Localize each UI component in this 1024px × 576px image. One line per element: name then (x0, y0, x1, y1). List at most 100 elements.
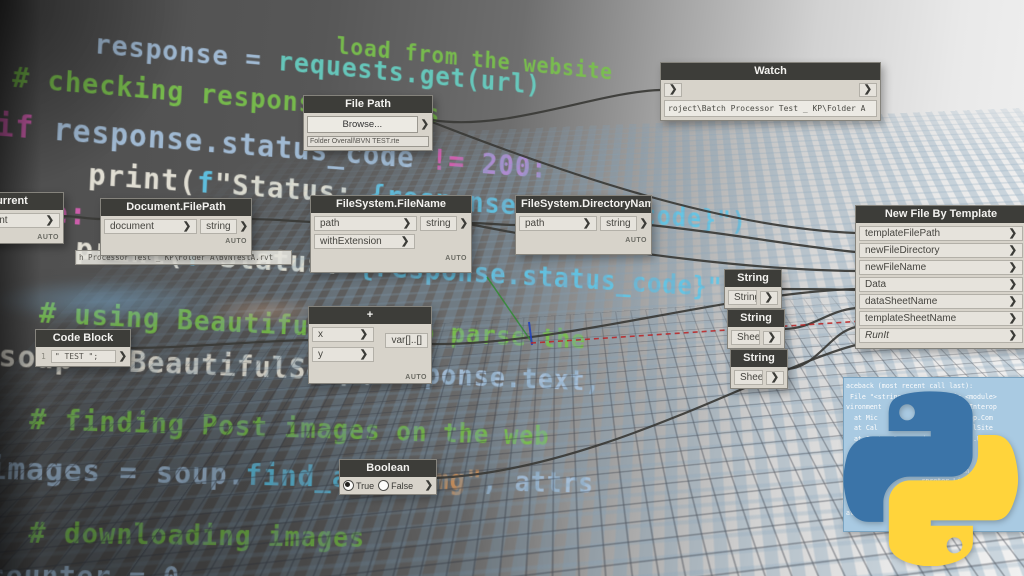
node-title[interactable]: Watch (661, 63, 880, 80)
output-port-icon[interactable] (460, 219, 468, 229)
input-port-label: RunIt (865, 330, 889, 341)
node-title[interactable]: FileSystem.FileName (311, 196, 471, 213)
node-title[interactable]: String (731, 350, 787, 367)
node-string-2[interactable]: String Sheet (727, 309, 785, 349)
node-filesystem-filename[interactable]: FileSystem.FileName path string withExte… (310, 195, 472, 273)
node-file-path[interactable]: File Path Browse... Folder Overall\BVN T… (303, 95, 433, 151)
code-block-code[interactable]: " TEST "; (50, 350, 116, 363)
browse-button[interactable]: Browse... (307, 116, 418, 133)
input-port-label: path (320, 218, 340, 229)
node-title[interactable]: String (728, 310, 784, 327)
input-port-icon (1009, 331, 1017, 341)
output-port-icon[interactable] (759, 290, 778, 305)
input-port-icon (1009, 229, 1017, 239)
input-port[interactable]: templateFilePath (859, 226, 1023, 241)
input-port[interactable]: RunIt (859, 328, 1023, 343)
code-line-number: 1 (41, 352, 46, 361)
axis-y-green (486, 276, 532, 342)
input-port[interactable]: templateSheetName (859, 311, 1023, 326)
input-port[interactable]: newFileName (859, 260, 1023, 275)
axis-x-red-dashed (530, 317, 909, 344)
node-title[interactable]: New File By Template (856, 206, 1024, 223)
input-port-label: withExtension (320, 236, 382, 247)
output-port-label: string (200, 219, 237, 234)
wire-dirname-to-newfiledirectory[interactable] (648, 223, 857, 254)
output-port-icon[interactable] (858, 83, 877, 97)
output-port-icon[interactable] (240, 222, 248, 232)
output-port-icon[interactable] (46, 216, 54, 226)
input-port-icon (1009, 297, 1017, 307)
input-port-label: document (110, 221, 154, 232)
input-port-label: path (525, 218, 545, 229)
node-title[interactable]: String (725, 270, 781, 287)
radio-true-icon[interactable] (343, 480, 354, 491)
lacing-badge: AUTO (37, 234, 59, 241)
node-title[interactable]: Document.FilePath (101, 199, 251, 216)
output-port-icon[interactable] (640, 219, 648, 229)
input-port-icon[interactable] (360, 350, 368, 360)
input-port-label: newFileName (865, 262, 927, 273)
input-port-icon (1009, 314, 1017, 324)
node-document-filepath[interactable]: Document.FilePath document string AUTO (100, 198, 252, 256)
node-title[interactable]: FileSystem.DirectoryName (516, 196, 651, 213)
node-watch[interactable]: Watch roject\Batch Processor Test _ KP\F… (660, 62, 881, 121)
node-boolean[interactable]: Boolean True False (339, 459, 437, 495)
radio-false-label[interactable]: False (391, 480, 414, 491)
output-port-icon[interactable] (765, 370, 784, 385)
input-port-icon[interactable] (360, 330, 368, 340)
output-port-icon[interactable] (119, 352, 127, 362)
node-code-block[interactable]: Code Block 1 " TEST "; (35, 329, 131, 367)
input-port-icon (1009, 246, 1017, 256)
radio-true-label[interactable]: True (356, 480, 375, 491)
output-port-label: Document (0, 215, 8, 226)
input-port[interactable]: Data (859, 277, 1023, 292)
axis-z-blue (528, 321, 533, 346)
input-port-icon[interactable] (401, 237, 409, 247)
input-port-icon[interactable] (403, 219, 411, 229)
output-port-label: string (600, 216, 637, 231)
wire-codeblock-to-plus[interactable] (126, 338, 310, 350)
input-port-icon (1009, 263, 1017, 273)
watch-value: roject\Batch Processor Test _ KP\Folder … (664, 100, 877, 117)
output-port-icon[interactable] (762, 330, 781, 345)
node-string-3[interactable]: String Sheet (730, 349, 788, 389)
input-port-label: templateSheetName (865, 313, 957, 324)
lacing-badge: AUTO (405, 374, 427, 381)
input-port-icon[interactable] (583, 219, 591, 229)
wire-string1-to-port[interactable] (779, 287, 857, 292)
node-title[interactable]: Current (0, 193, 63, 210)
output-port-icon[interactable] (421, 120, 429, 130)
wire-docfilepath-to-filename[interactable] (248, 217, 312, 224)
node-document-current[interactable]: Current Document AUTO (0, 192, 64, 244)
node-string-1[interactable]: String String (724, 269, 782, 309)
string-value[interactable]: String (728, 290, 757, 305)
input-port-label: x (318, 329, 323, 340)
lacing-badge: AUTO (225, 238, 247, 245)
python-logo (843, 391, 1019, 566)
node-title[interactable]: File Path (304, 96, 432, 113)
input-port-icon[interactable] (664, 83, 683, 97)
input-port[interactable]: dataSheetName (859, 294, 1023, 309)
node-new-file-by-template[interactable]: New File By Template templateFilePath ne… (855, 205, 1024, 349)
input-port-label: y (318, 349, 323, 360)
input-port-icon[interactable] (183, 222, 191, 232)
radio-false-icon[interactable] (378, 480, 390, 491)
string-value[interactable]: Sheet (734, 370, 763, 385)
selected-file-path: Folder Overall\BVN TEST.rte (307, 136, 429, 147)
wire-filepath-to-watch[interactable] (431, 88, 661, 124)
input-port[interactable]: newFileDirectory (859, 243, 1023, 258)
node-title[interactable]: Boolean (340, 460, 436, 477)
node-title[interactable]: + (309, 307, 431, 324)
input-port-icon (1009, 280, 1017, 290)
wire-boolean-to-runit[interactable] (434, 343, 857, 480)
node-plus[interactable]: + x y var[]..[] AUTO (308, 306, 432, 384)
node-filesystem-directoryname[interactable]: FileSystem.DirectoryName path string AUT… (515, 195, 652, 255)
node-title[interactable]: Code Block (36, 330, 130, 347)
wire-current-to-document[interactable] (59, 214, 102, 221)
input-port-label: Data (865, 279, 887, 290)
input-port-label: newFileDirectory (865, 245, 940, 256)
lacing-badge: AUTO (625, 237, 647, 244)
string-value[interactable]: Sheet (731, 330, 760, 345)
output-port-icon[interactable] (425, 481, 433, 491)
